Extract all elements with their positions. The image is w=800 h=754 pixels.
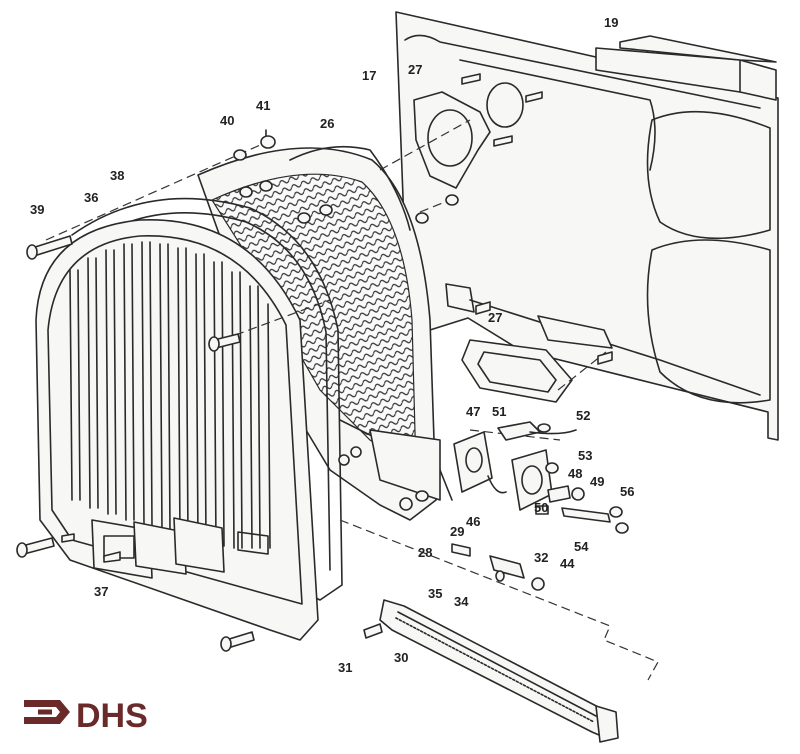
callout-36: 36 xyxy=(84,190,98,205)
callout-39: 39 xyxy=(30,202,44,217)
callout-38: 38 xyxy=(110,168,124,183)
callout-48: 48 xyxy=(568,466,582,481)
callout-labels: 19 17 27 41 40 26 38 39 36 27 47 51 52 5… xyxy=(30,15,634,675)
top-box-part xyxy=(595,35,777,101)
callout-54: 54 xyxy=(574,539,589,554)
callout-40: 40 xyxy=(220,113,234,128)
valve-assembly xyxy=(451,421,629,591)
fasteners xyxy=(16,73,613,652)
callout-32: 32 xyxy=(534,550,548,565)
callout-30: 30 xyxy=(394,650,408,665)
callout-52: 52 xyxy=(576,408,590,423)
heater-housing-26 xyxy=(197,145,453,521)
callout-51: 51 xyxy=(492,404,506,419)
callout-29: 29 xyxy=(450,524,464,539)
front-grille-36 xyxy=(35,219,319,641)
dhs-logo-text: DHS xyxy=(76,697,148,735)
callout-56: 56 xyxy=(620,484,634,499)
callout-35: 35 xyxy=(428,586,442,601)
callout-27-upper: 27 xyxy=(408,62,422,77)
callout-50: 50 xyxy=(534,500,548,515)
dhs-logo: DHS xyxy=(24,697,148,735)
callout-46: 46 xyxy=(466,514,480,529)
callout-37: 37 xyxy=(94,584,108,599)
bottom-tray-30 xyxy=(379,599,619,743)
gasket-rect-lower xyxy=(445,283,613,403)
callout-19: 19 xyxy=(604,15,618,30)
dhs-logo-arrow-icon xyxy=(24,700,70,724)
callout-34: 34 xyxy=(454,594,469,609)
callout-17: 17 xyxy=(362,68,376,83)
callout-27-lower: 27 xyxy=(488,310,502,325)
gasket-flange-upper xyxy=(413,82,524,189)
callout-41: 41 xyxy=(256,98,270,113)
callout-26: 26 xyxy=(320,116,334,131)
callout-47: 47 xyxy=(466,404,480,419)
callout-49: 49 xyxy=(590,474,604,489)
callout-28: 28 xyxy=(418,545,432,560)
callout-44: 44 xyxy=(560,556,575,571)
callout-53: 53 xyxy=(578,448,592,463)
grille-brackets-37 xyxy=(91,517,269,579)
callout-31: 31 xyxy=(338,660,352,675)
